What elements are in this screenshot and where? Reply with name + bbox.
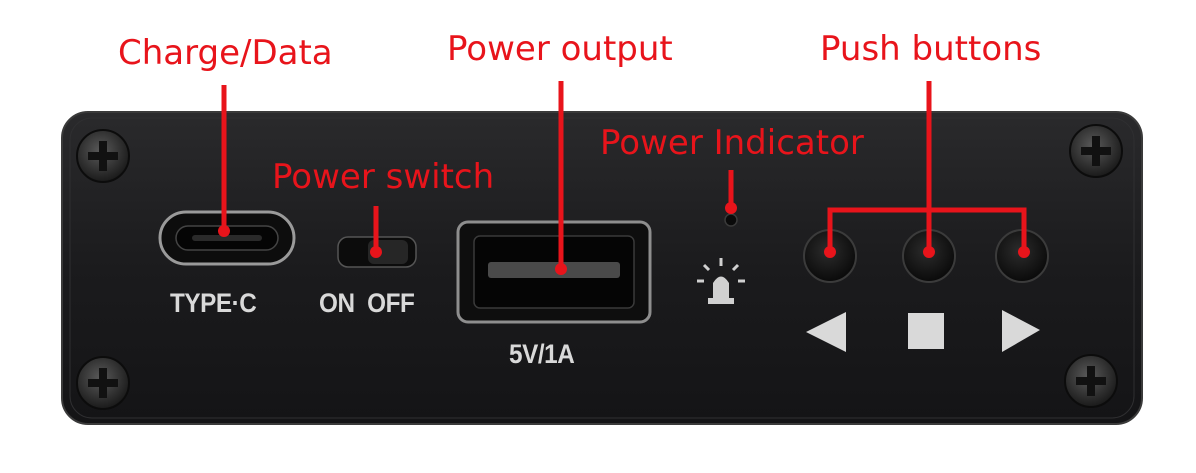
phillips-screw-icon: [1064, 354, 1118, 408]
callout-power-output: Power output: [447, 29, 673, 69]
callout-leaders: [218, 81, 1030, 275]
beacon-light-icon: [697, 258, 745, 304]
callout-power-indicator: Power Indicator: [600, 123, 864, 163]
phillips-screw-icon: [76, 356, 130, 410]
square-icon: [908, 313, 944, 349]
label-usb-rating: 5V/1A: [509, 339, 575, 369]
triangle-left-icon: [806, 312, 846, 352]
phillips-screw-icon: [1069, 124, 1123, 178]
label-on-off: ON OFF: [319, 288, 415, 318]
phillips-screw-icon: [76, 129, 130, 183]
label-type-c: TYPE·C: [170, 288, 257, 318]
callout-charge-data: Charge/Data: [118, 33, 333, 73]
callout-push-buttons: Push buttons: [820, 29, 1042, 69]
usb-a-port[interactable]: [456, 220, 652, 324]
triangle-right-icon: [1002, 310, 1040, 352]
power-indicator-led: [724, 213, 738, 227]
usb-c-port[interactable]: [158, 210, 296, 266]
callout-power-switch: Power switch: [272, 157, 495, 197]
